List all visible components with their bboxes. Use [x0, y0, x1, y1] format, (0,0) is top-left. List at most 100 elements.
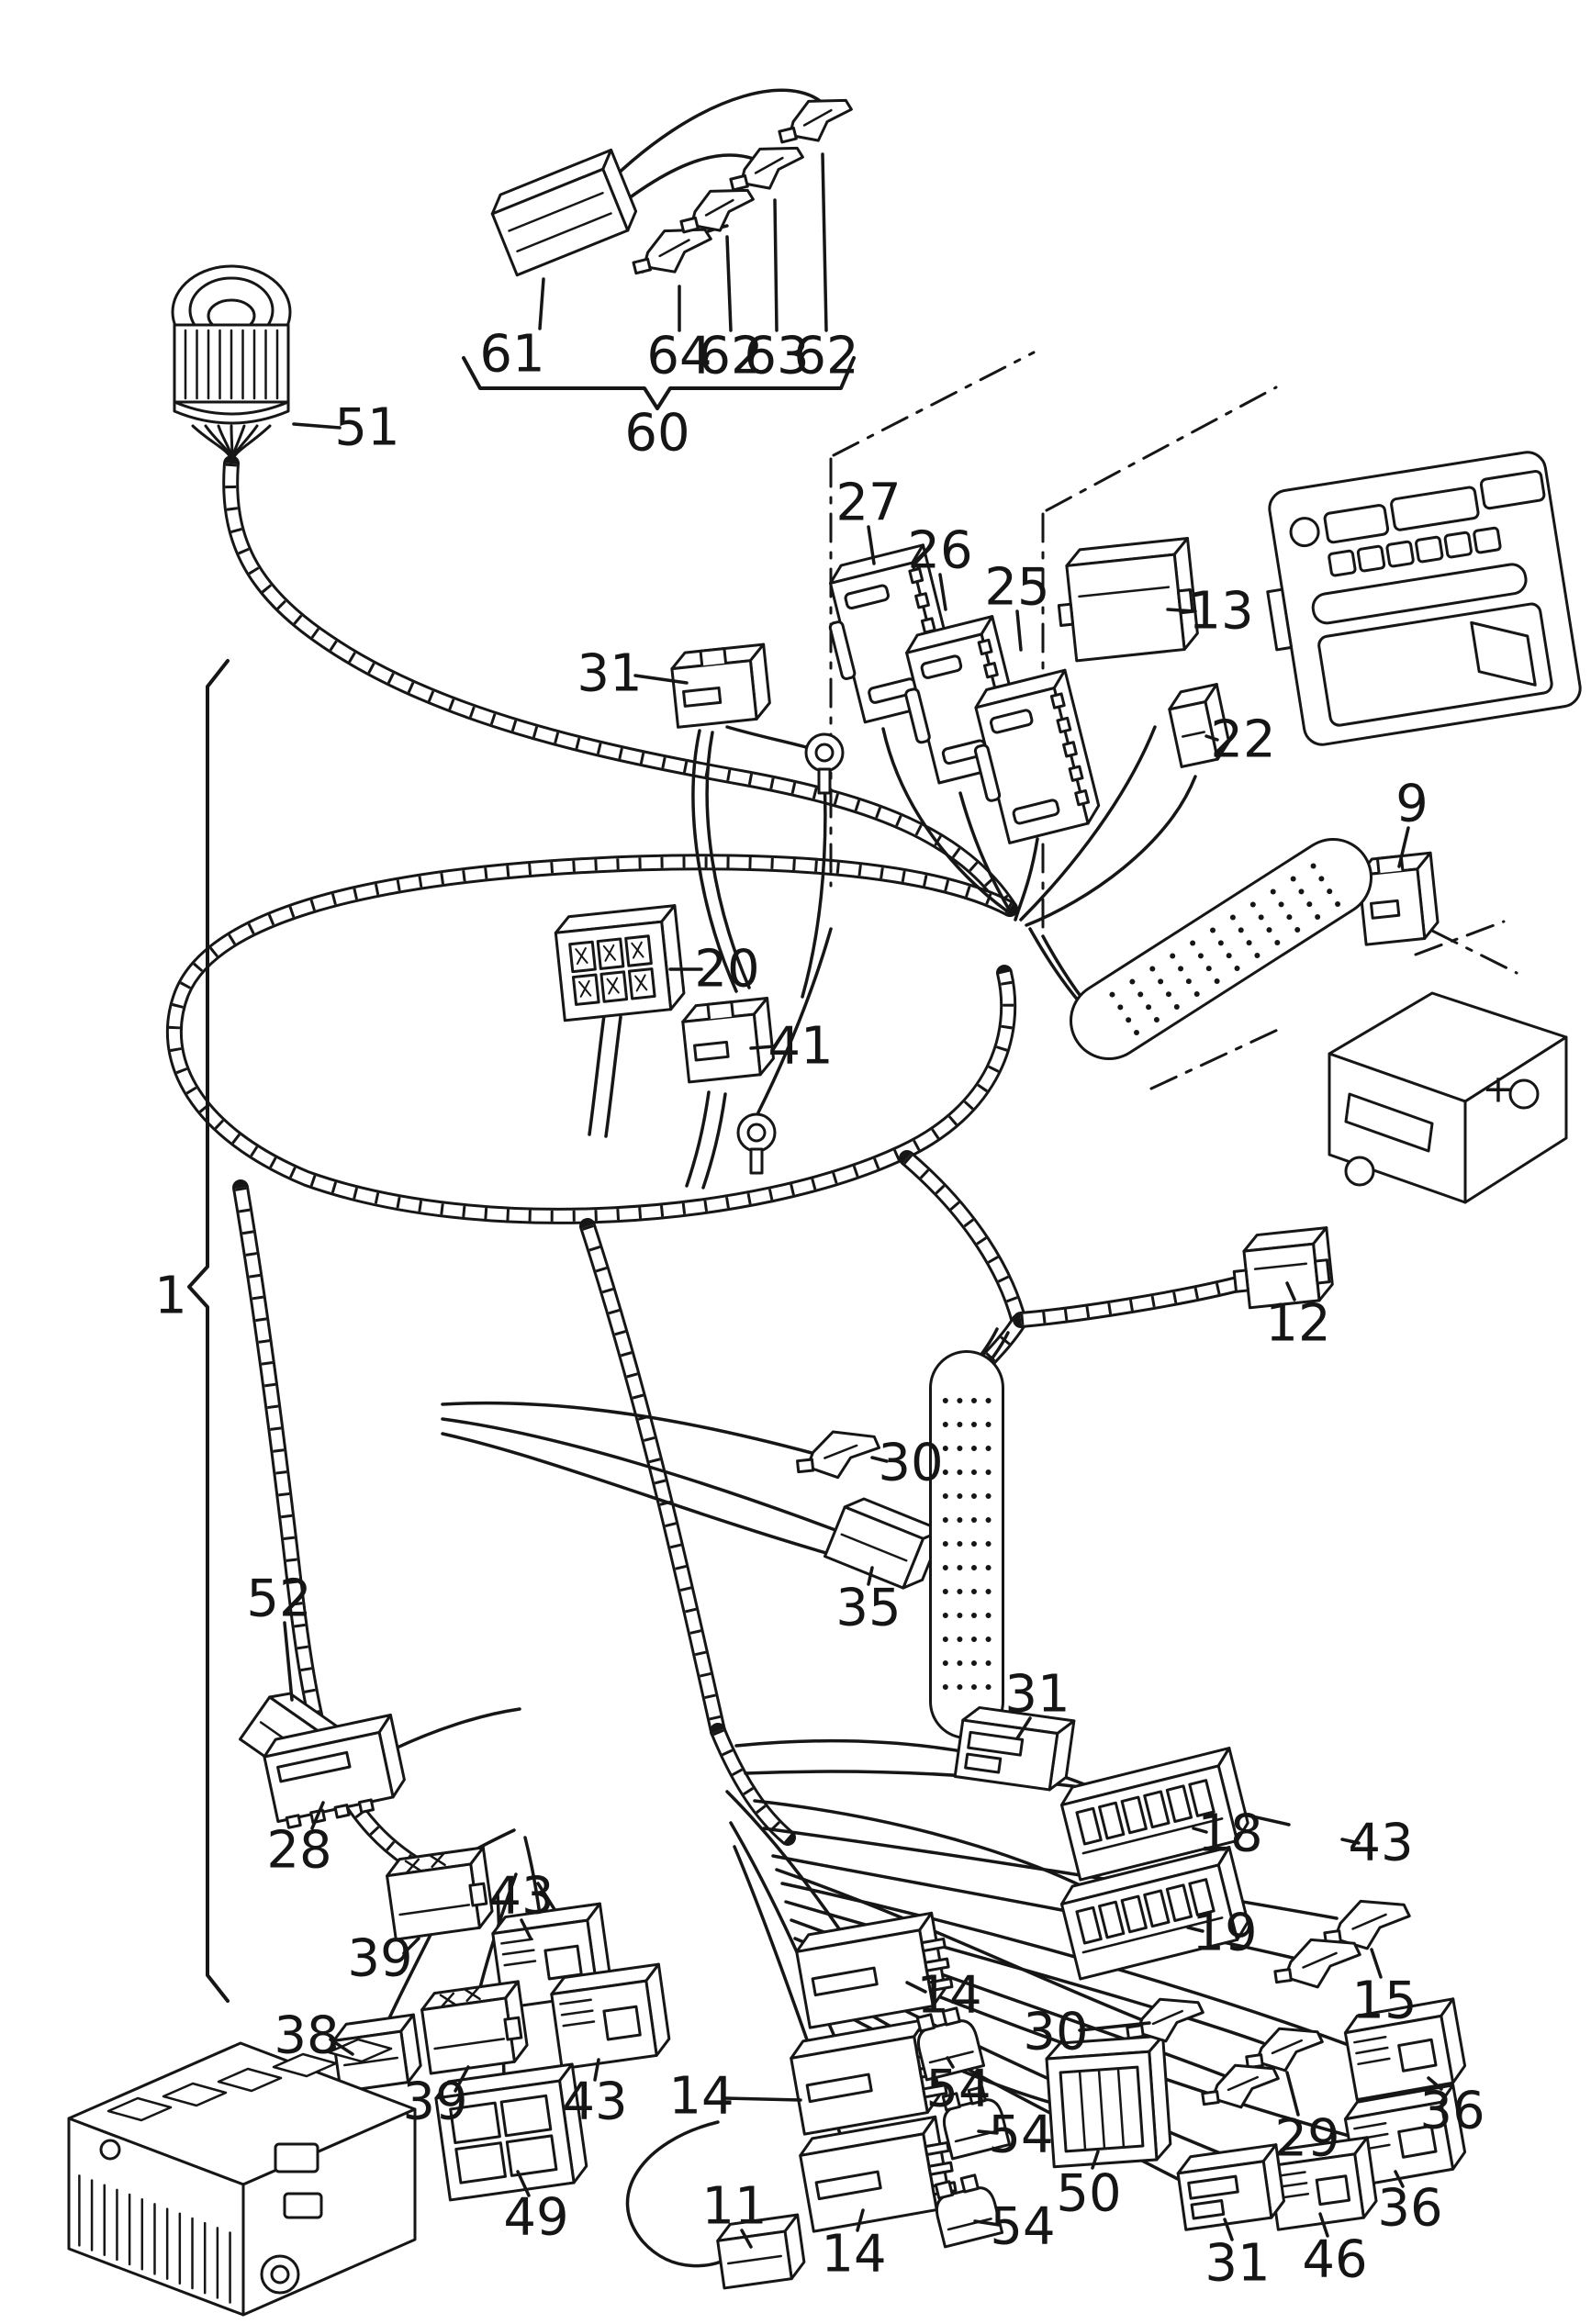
leader-line — [749, 1045, 777, 1050]
wire — [725, 725, 808, 749]
leader-line — [938, 573, 947, 611]
leader-line — [870, 1456, 889, 1463]
harness-tube — [222, 455, 1018, 917]
clip-30-bottom — [1126, 1997, 1204, 2043]
callout-label: 49 — [503, 2188, 568, 2248]
harness-tube — [899, 1150, 1027, 1330]
wire — [625, 2120, 738, 2268]
callout-30: 30 — [1023, 2003, 1151, 2062]
callout-25: 25 — [984, 558, 1050, 652]
callout-label: 31 — [1004, 1665, 1070, 1725]
connector-28 — [263, 1714, 406, 1829]
leader-line — [1397, 826, 1410, 868]
callout-label: 25 — [984, 558, 1049, 618]
connector-36a — [1343, 1997, 1467, 2102]
callout-label: 31 — [577, 644, 642, 704]
wire — [691, 729, 738, 993]
callout-label: 41 — [767, 1017, 833, 1077]
leader-line — [1427, 2076, 1443, 2091]
callout-label: 54 — [990, 2197, 1055, 2257]
dashed-line — [832, 351, 1036, 457]
callout-51: 51 — [292, 398, 400, 458]
callout-label: 62 — [698, 327, 763, 386]
connector-38 — [331, 2013, 422, 2094]
leader-line — [310, 1801, 325, 1830]
callout-19: 19 — [1186, 1904, 1258, 1963]
connector-49 — [434, 2062, 588, 2202]
leader-line — [725, 235, 733, 332]
callout-label: 39 — [347, 1929, 412, 1989]
callout-9: 9 — [1395, 775, 1429, 868]
callout-35: 35 — [835, 1566, 902, 1638]
callout-label: 12 — [1265, 1294, 1330, 1354]
callout-label: 51 — [334, 398, 399, 458]
leader-line — [402, 1937, 420, 1955]
callout-28: 28 — [266, 1801, 332, 1881]
callout-label: 46 — [1302, 2230, 1367, 2290]
connector-25 — [973, 668, 1101, 844]
callout-52: 52 — [246, 1570, 312, 1702]
callout-label: 39 — [402, 2073, 467, 2132]
leader-line — [1340, 1838, 1361, 1845]
callout-54: 54 — [977, 2106, 1054, 2165]
callout-20: 20 — [668, 940, 760, 1000]
callout-label: 14 — [916, 1966, 981, 2026]
callout-label: 54 — [925, 2060, 991, 2119]
connector-18 — [1059, 1747, 1249, 1882]
leader-line — [856, 2208, 865, 2232]
callout-31: 31 — [1004, 1665, 1070, 1740]
leader-line — [867, 525, 876, 565]
leader-line — [973, 2219, 1001, 2227]
callout-label: 28 — [266, 1821, 331, 1881]
clip-connector-31-top — [670, 642, 771, 729]
leader-line — [977, 2129, 999, 2135]
callout-46: 46 — [1302, 2212, 1368, 2290]
callout-label: + — [1482, 1067, 1514, 1112]
fuse-54b — [941, 2085, 1012, 2161]
callout-36: 36 — [1419, 2076, 1485, 2141]
callout-label: 11 — [701, 2177, 767, 2237]
callout-11: 11 — [701, 2177, 767, 2249]
wire — [604, 1015, 622, 1138]
clip-29a — [1245, 2027, 1324, 2073]
leader-line — [1370, 1948, 1383, 1979]
leader-line — [593, 2058, 600, 2082]
leader-line — [454, 2065, 470, 2093]
callout-31: 31 — [577, 644, 689, 704]
wire — [705, 731, 751, 989]
clip-15b — [1273, 1938, 1361, 1989]
callout-label: 54 — [988, 2106, 1053, 2165]
construction-lines — [829, 351, 1518, 1090]
connector-19 — [1059, 1846, 1249, 1981]
foam-sleeve-vertical — [929, 1350, 1004, 1739]
connector-50 — [1045, 2034, 1172, 2169]
clip-63 — [729, 146, 804, 192]
callout-label: 36 — [1419, 2082, 1485, 2141]
callout-54: 54 — [973, 2197, 1056, 2257]
wire — [762, 1827, 1339, 1920]
callout-label: 20 — [694, 940, 759, 1000]
connector-14a — [795, 1911, 954, 2029]
dashed-line — [1414, 920, 1506, 956]
clip-30-mid — [796, 1430, 881, 1480]
callout-36: 36 — [1377, 2170, 1443, 2239]
wire — [588, 1013, 606, 1136]
callout-54: 54 — [925, 2056, 992, 2119]
connector-12 — [1232, 1226, 1334, 1310]
callout-label: 19 — [1192, 1904, 1257, 1963]
ring-terminal-a — [804, 732, 845, 795]
callout-41: 41 — [749, 1017, 834, 1077]
parts — [67, 98, 1582, 2317]
callout-label: 61 — [479, 325, 544, 385]
callout-26: 26 — [907, 521, 973, 611]
callout-label: 35 — [835, 1579, 901, 1638]
dashed-line — [1430, 929, 1518, 975]
fuse-54c — [934, 2173, 1004, 2249]
connector-14c — [799, 2115, 958, 2233]
callout-29: 29 — [1274, 2071, 1340, 2169]
foam-sleeve-horizontal — [1070, 838, 1373, 1060]
wire — [775, 1868, 1151, 2025]
callout-62: 62 — [793, 152, 859, 386]
callout-label: 27 — [835, 474, 901, 533]
